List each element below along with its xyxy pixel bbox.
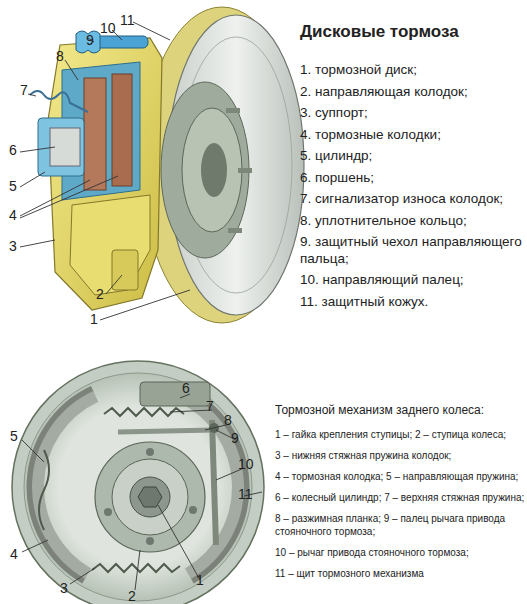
callout-number: 7	[206, 398, 214, 414]
leader-line	[158, 505, 200, 580]
parts-list: 1. тормозной диск; 2. направляющая колодо…	[300, 62, 524, 315]
list-item: 6 – колесный цилиндр; 7 – верхняя стяжна…	[275, 491, 525, 504]
callout-number: 8	[56, 48, 64, 64]
pin-boot	[76, 31, 100, 53]
leader-line	[133, 22, 170, 40]
callout-number: 6	[182, 380, 190, 396]
list-item: 6. поршень;	[300, 170, 524, 187]
wheel-stud	[104, 508, 112, 516]
leader-line	[170, 410, 212, 412]
callout-number: 10	[238, 456, 254, 472]
callout-number: 5	[9, 178, 17, 194]
hub-bore	[201, 143, 227, 197]
list-item: 10. направляющий палец;	[300, 272, 524, 289]
leader-line	[20, 147, 55, 152]
brake-pad	[84, 78, 106, 190]
list-item: 1. тормозной диск;	[300, 62, 524, 79]
leader-line	[22, 440, 44, 462]
callout-number: 9	[231, 430, 239, 446]
list-item: 11. защитный кожух.	[300, 294, 524, 311]
callout-number: 4	[9, 207, 17, 223]
wheel-stud	[189, 506, 197, 514]
hub-face	[182, 108, 242, 232]
leader-line	[20, 240, 55, 247]
list-item: 11 – щит тормозного механизма	[275, 567, 525, 580]
leader-line	[20, 180, 90, 216]
callout-number: 7	[20, 82, 28, 98]
list-item: 8 – разжимная планка; 9 – палец рычага п…	[275, 512, 525, 538]
hub-face	[112, 459, 188, 535]
leader-line	[70, 568, 95, 584]
disc-brake	[30, 7, 304, 323]
leader-line	[100, 290, 190, 320]
leader-line	[20, 172, 45, 187]
list-item: 7. сигнализатор износа колодок;	[300, 191, 524, 208]
leader-lines	[20, 22, 190, 320]
list-heading: Тормозной механизм заднего колеса:	[275, 403, 525, 418]
lower-spring	[92, 564, 180, 572]
list-item: 3. суппорт;	[300, 105, 524, 122]
guide-boss	[112, 250, 138, 290]
callout-number: 5	[10, 428, 18, 444]
callout-number: 10	[100, 20, 116, 36]
callout-number: 1	[90, 311, 98, 327]
leader-line	[28, 94, 36, 96]
callout-number: 3	[9, 238, 17, 254]
hub	[95, 442, 205, 552]
pad-guide	[70, 195, 150, 295]
brake-disc	[168, 15, 304, 315]
leader-line	[106, 275, 122, 294]
list-item: 10 – рычаг привода стояночного тормоза;	[275, 546, 525, 559]
hub	[161, 82, 249, 258]
wheel-stud	[146, 448, 154, 456]
backing-plate	[12, 361, 264, 604]
wheel-stud	[238, 168, 252, 173]
wheel-stud	[146, 537, 154, 545]
cylinder	[38, 118, 84, 176]
list-item: 8. уплотнительное кольцо;	[300, 213, 524, 230]
list-item: 1 – гайка крепления ступицы; 2 – ступица…	[275, 428, 525, 441]
list-item: 3 – нижняя стяжная пружина колодок;	[275, 449, 525, 462]
callout-number: 8	[224, 412, 232, 428]
leader-line	[135, 550, 140, 590]
callout-number: 2	[96, 286, 104, 302]
callout-number: 6	[9, 142, 17, 158]
list-item: 4 – тормозная колодка; 5 – направляющая …	[275, 470, 525, 483]
leader-line	[20, 176, 118, 218]
list-item: 9. защитный чехол направляющего пальца;	[300, 234, 524, 267]
wheel-stud	[228, 228, 242, 233]
callout-number: 2	[128, 588, 136, 604]
wheel-cylinder	[140, 382, 210, 406]
backing-plate-face	[24, 373, 252, 601]
leader-line	[65, 60, 78, 80]
drum-brake	[12, 361, 264, 604]
callout-number: 1	[196, 572, 204, 588]
strut	[118, 430, 214, 432]
parts-list: Тормозной механизм заднего колеса: 1 – га…	[275, 403, 525, 588]
list-item: 5. цилиндр;	[300, 148, 524, 165]
list-item: 2. направляющая колодок;	[300, 84, 524, 101]
leader-lines	[22, 394, 262, 590]
parking-lever	[212, 420, 216, 545]
callout-number: 11	[238, 486, 253, 502]
wear-sensor	[30, 91, 88, 112]
callout-number: 9	[86, 32, 94, 48]
leader-line	[22, 540, 48, 552]
callout-number: 11	[120, 12, 135, 28]
diagram-title: Дисковые тормоза	[300, 22, 459, 42]
callout-number: 3	[60, 580, 68, 596]
brake-pad	[112, 74, 132, 186]
callout-number: 4	[10, 546, 18, 562]
wheel-stud	[226, 108, 240, 113]
hub-nut	[138, 487, 162, 507]
list-item: 4. тормозные колодки;	[300, 127, 524, 144]
hub-cap	[130, 477, 170, 517]
brake-shoe	[38, 396, 96, 573]
